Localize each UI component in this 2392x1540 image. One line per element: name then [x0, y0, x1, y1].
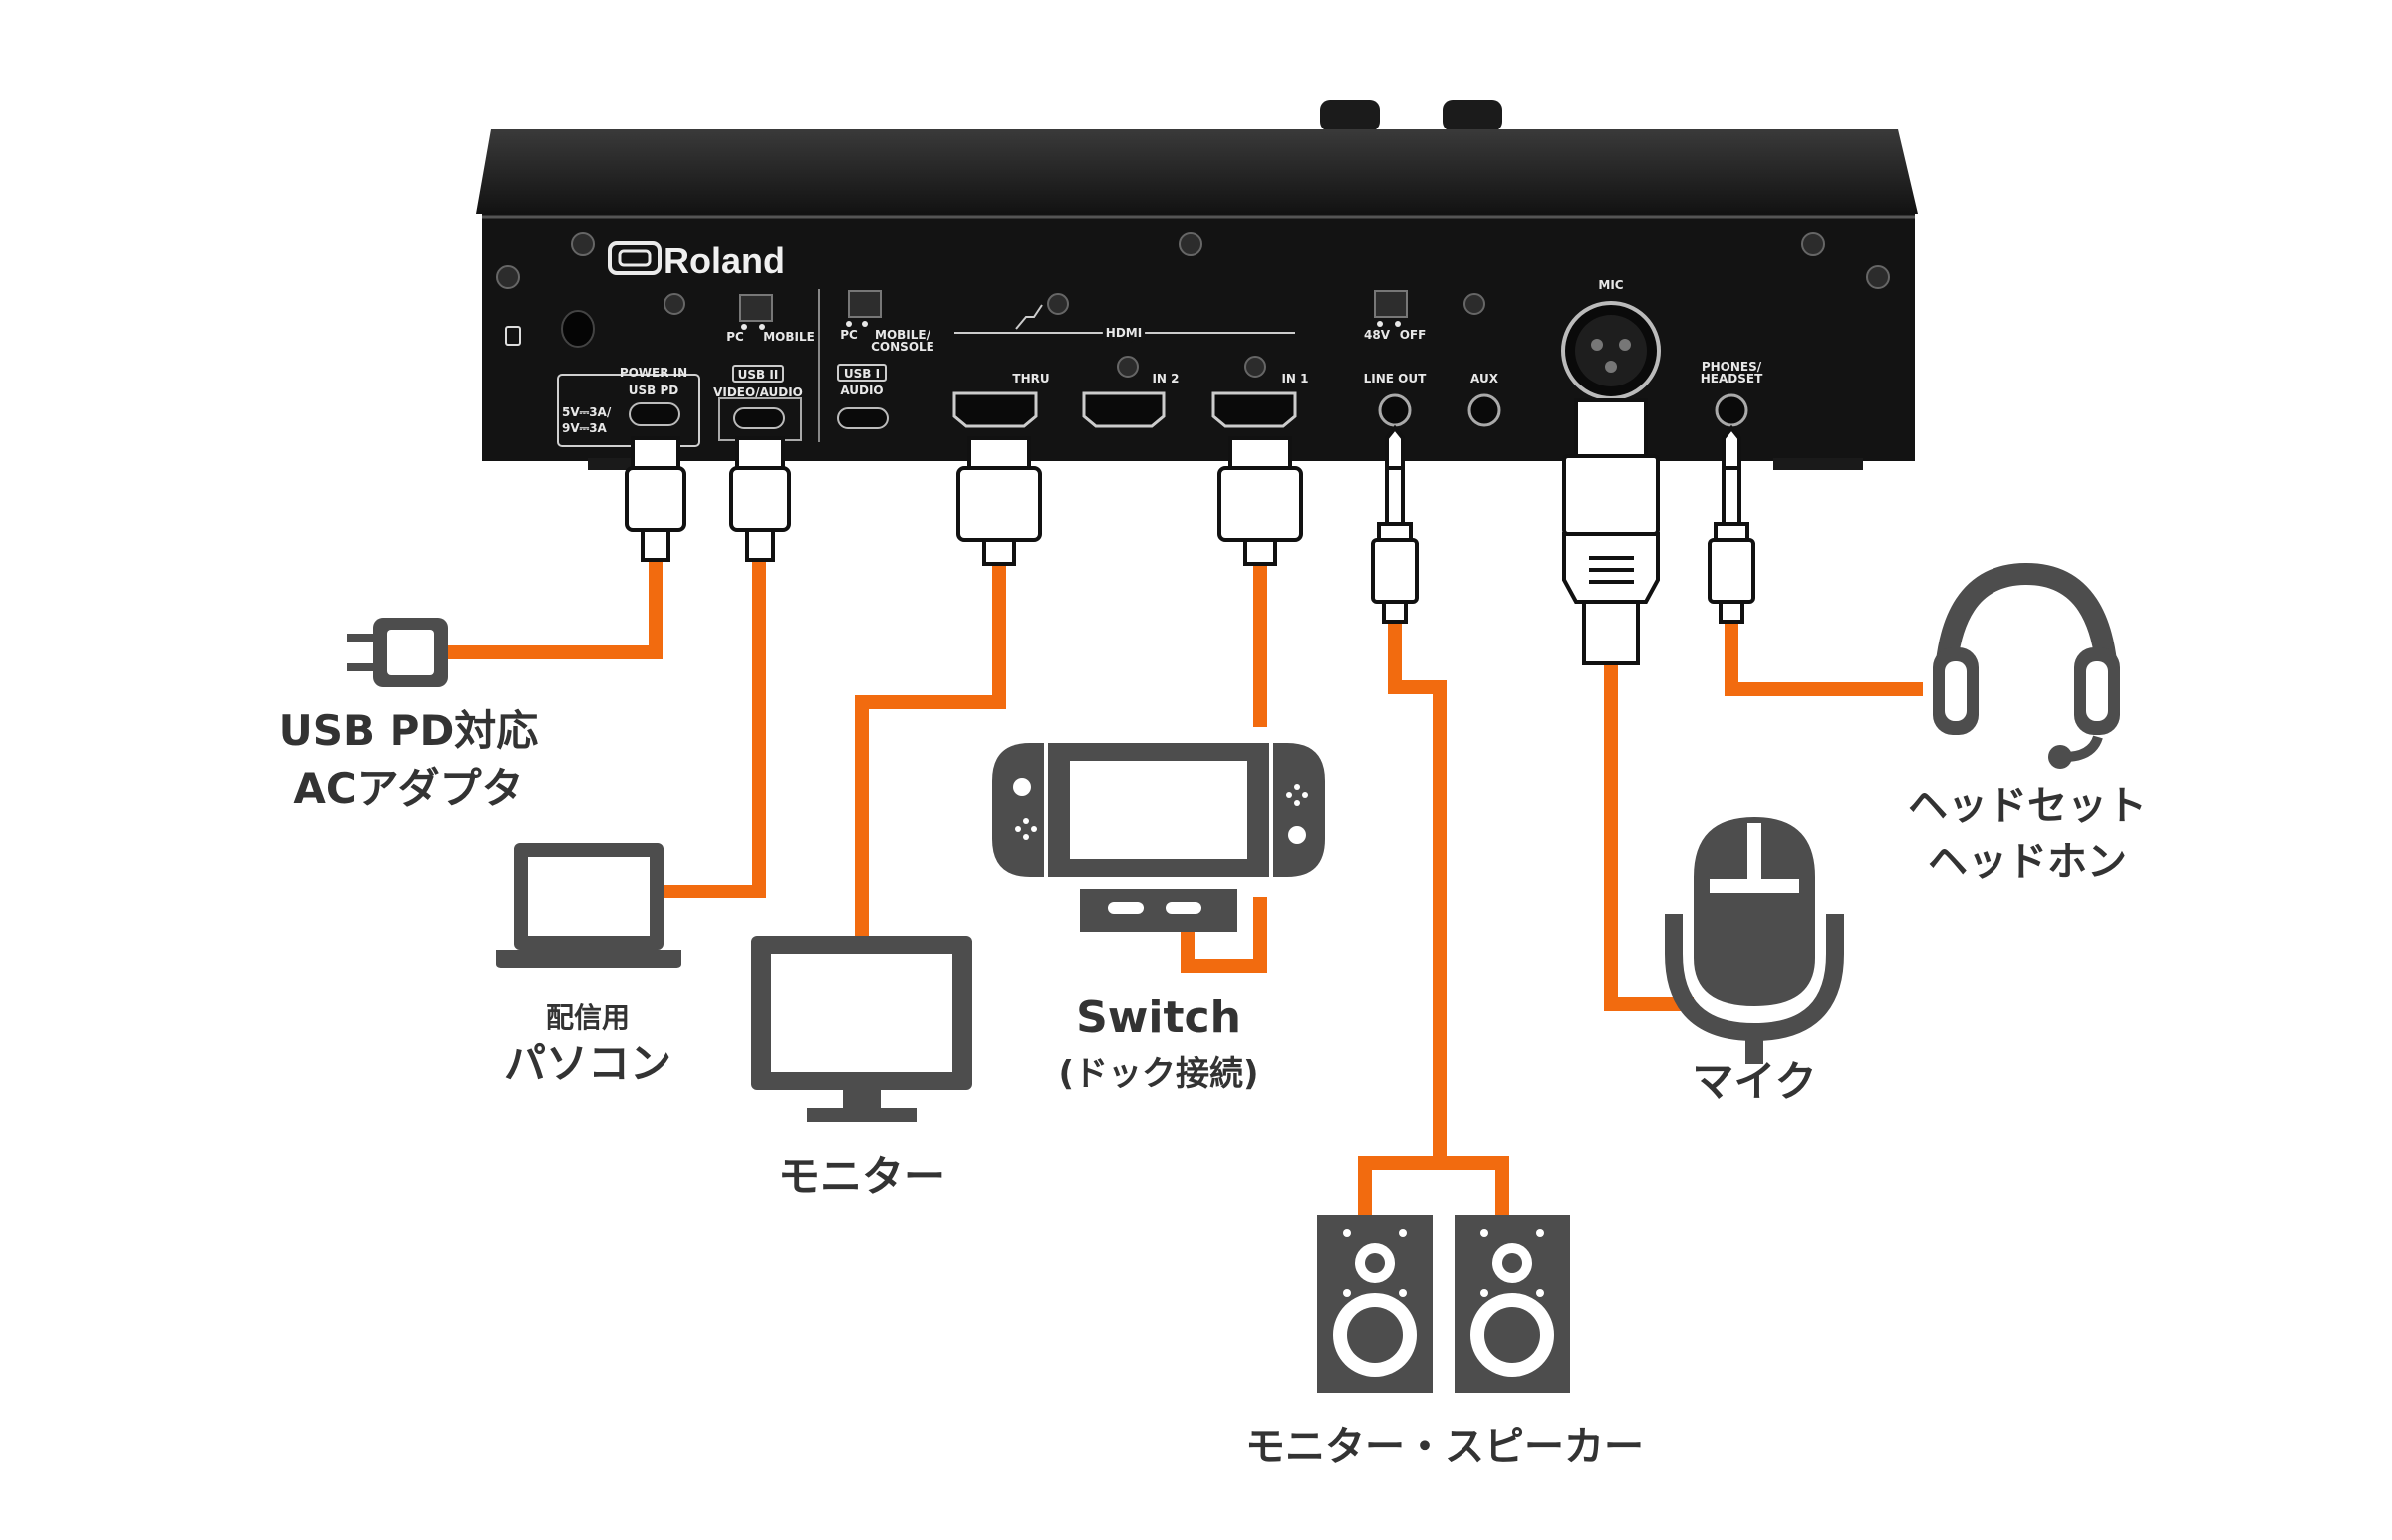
power-in-section: POWER IN USB PD 5V⎓3A/ 9V⎓3A — [557, 366, 700, 447]
device: Roland POWER IN USB PD 5V⎓3A/ 9V⎓3A PC M… — [476, 100, 1918, 470]
svg-text:MOBILE/: MOBILE/ — [875, 328, 931, 342]
svg-text:HDMI: HDMI — [1106, 326, 1142, 340]
cable-pc — [663, 558, 766, 898]
knob-right — [1443, 100, 1502, 131]
laptop-icon — [496, 843, 681, 968]
label-pc-small: 配信用 — [545, 1001, 630, 1034]
svg-text:5V⎓3A/: 5V⎓3A/ — [562, 405, 612, 419]
usbc-plug-power — [625, 436, 686, 562]
cable-power — [426, 558, 663, 659]
usb1-section: PC MOBILE/ CONSOLE USB I AUDIO — [837, 290, 934, 429]
cable-mic — [1604, 662, 1694, 1011]
microphone-icon — [1665, 817, 1844, 1064]
svg-text:POWER IN: POWER IN — [620, 366, 687, 380]
headset-icon — [1933, 562, 2120, 769]
svg-text:PC: PC — [726, 330, 744, 344]
cable-headset — [1725, 613, 1923, 696]
cables — [426, 558, 1923, 1215]
roland-logo: Roland — [608, 240, 785, 281]
label-monitor: モニター — [777, 1153, 945, 1201]
knob-left — [1320, 100, 1380, 131]
svg-text:AUDIO: AUDIO — [840, 384, 883, 397]
device-back-panel — [482, 214, 1915, 461]
label-headset-line2: ヘッドホン — [1928, 839, 2127, 885]
cable-switch-dock — [1181, 897, 1267, 973]
svg-text:THRU: THRU — [1012, 372, 1049, 385]
mic-input-section: MIC — [1561, 278, 1661, 400]
label-adapter-line2: ACアダプタ — [293, 764, 524, 813]
audio-io-section: 48V OFF LINE OUT AUX — [1364, 290, 1501, 427]
label-pc-main: パソコン — [503, 1039, 671, 1088]
label-switch-sub: (ドック接続) — [1058, 1054, 1259, 1094]
usbc-plug-usb2 — [729, 436, 791, 562]
speaker-icon — [1317, 1215, 1570, 1393]
label-switch-main: Switch — [1076, 992, 1241, 1043]
svg-text:CONSOLE: CONSOLE — [871, 340, 934, 354]
power-plug-icon — [347, 618, 448, 687]
svg-text:MOBILE: MOBILE — [763, 330, 815, 344]
svg-text:IN 2: IN 2 — [1152, 372, 1179, 385]
svg-text:9V⎓3A: 9V⎓3A — [562, 421, 608, 435]
svg-text:HEADSET: HEADSET — [1701, 372, 1763, 385]
cable-lineout-right — [1440, 1156, 1509, 1215]
svg-text:PHONES/: PHONES/ — [1702, 360, 1762, 374]
svg-text:VIDEO/AUDIO: VIDEO/AUDIO — [713, 385, 803, 399]
svg-text:MIC: MIC — [1598, 278, 1623, 292]
cable-monitor — [855, 558, 1006, 936]
svg-text:Roland: Roland — [664, 240, 785, 281]
phones-section: PHONES/ HEADSET — [1701, 360, 1763, 427]
svg-text:PC: PC — [840, 328, 858, 342]
hdmi-plug-thru — [956, 436, 1042, 566]
trs-plug-phones — [1708, 424, 1755, 624]
svg-text:48V: 48V — [1364, 328, 1391, 342]
label-adapter-line1: USB PD対応 — [278, 706, 539, 755]
xlr-plug-mic — [1562, 398, 1660, 665]
svg-text:IN 1: IN 1 — [1281, 372, 1308, 385]
hdmi-plug-in1 — [1217, 436, 1303, 566]
monitor-icon — [751, 936, 972, 1122]
svg-text:OFF: OFF — [1400, 328, 1427, 342]
cable-lineout — [1358, 603, 1447, 1215]
lock-icon — [505, 310, 595, 348]
device-top — [476, 129, 1918, 214]
svg-text:USB PD: USB PD — [629, 384, 679, 397]
svg-text:AUX: AUX — [1470, 372, 1499, 385]
usb2-section: PC MOBILE USB II VIDEO/AUDIO — [713, 289, 820, 442]
svg-text:USB II: USB II — [738, 368, 779, 382]
label-mic: マイク — [1692, 1057, 1817, 1106]
hdmi-section: HDMI THRU IN 2 IN 1 — [952, 304, 1309, 428]
game-console-icon — [992, 743, 1325, 932]
svg-text:LINE OUT: LINE OUT — [1364, 372, 1427, 385]
screws — [496, 232, 1890, 378]
svg-text:USB I: USB I — [844, 367, 880, 381]
label-headset-line1: ヘッドセット — [1908, 783, 2147, 829]
label-speakers: モニター・スピーカー — [1245, 1424, 1644, 1470]
plugs — [625, 398, 1755, 665]
trs-plug-lineout — [1371, 424, 1419, 624]
